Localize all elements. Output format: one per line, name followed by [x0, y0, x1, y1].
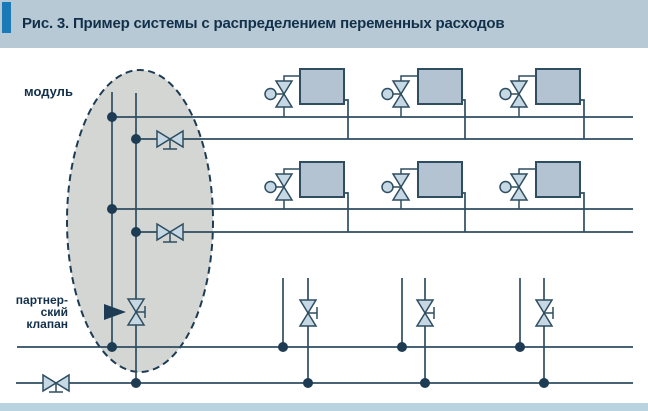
thermostat-head-icon	[264, 87, 277, 101]
partner-valve-label-line1: партнер-	[15, 293, 68, 307]
radiator	[535, 161, 581, 198]
module-label: модуль	[24, 84, 73, 99]
radiator-unit	[499, 68, 585, 139]
partner-valve-label-line2: ский	[40, 305, 68, 319]
thermostatic-valve-icon	[509, 173, 529, 189]
partner-valve-icon	[104, 298, 146, 326]
junction-dot	[131, 134, 141, 144]
thermostatic-valve-icon	[274, 80, 294, 96]
radiator-unit	[381, 161, 466, 232]
thermostat-head-icon	[381, 180, 394, 194]
partner-valve-label-line3: клапан	[26, 317, 68, 331]
accent-bar	[2, 2, 11, 33]
branch-valve-icon	[534, 299, 554, 327]
radiator	[417, 68, 463, 105]
bottom-strip	[0, 403, 648, 411]
branch-valve-icon	[298, 299, 318, 327]
branch-valve-icon	[415, 299, 435, 327]
module-boundary-ellipse	[66, 69, 214, 373]
thermostatic-valve-icon	[509, 80, 529, 96]
junction-dot	[131, 378, 141, 388]
junction-dot	[397, 342, 407, 352]
flow-direction-arrow-icon	[104, 304, 126, 320]
balancing-valve-icon	[156, 129, 184, 150]
thermostatic-valve-icon	[391, 80, 411, 96]
thermostatic-valve-icon	[391, 173, 411, 189]
junction-dot	[539, 378, 549, 388]
radiator	[299, 68, 345, 105]
thermostat-head-icon	[499, 87, 512, 101]
junction-dot	[515, 342, 525, 352]
junction-dot	[278, 342, 288, 352]
junction-dot	[107, 204, 117, 214]
radiator-unit	[381, 68, 466, 139]
radiator-unit	[499, 161, 585, 232]
junction-dot	[303, 378, 313, 388]
figure-title: Рис. 3. Пример системы с распределением …	[22, 15, 505, 32]
junction-dot	[107, 112, 117, 122]
radiator	[417, 161, 463, 198]
shutoff-valve-icon	[42, 373, 70, 393]
junction-dot	[107, 342, 117, 352]
radiator	[299, 161, 345, 198]
thermostat-head-icon	[381, 87, 394, 101]
balancing-valve-icon	[156, 222, 184, 243]
radiator	[535, 68, 581, 105]
thermostat-head-icon	[499, 180, 512, 194]
partner-valve-label: партнер- ский клапан	[8, 294, 68, 330]
figure-header: Рис. 3. Пример системы с распределением …	[0, 0, 648, 48]
thermostatic-valve-icon	[274, 173, 294, 189]
radiator-unit	[264, 68, 349, 139]
junction-dot	[420, 378, 430, 388]
thermostat-head-icon	[264, 180, 277, 194]
radiator-unit	[264, 161, 349, 232]
junction-dot	[131, 227, 141, 237]
